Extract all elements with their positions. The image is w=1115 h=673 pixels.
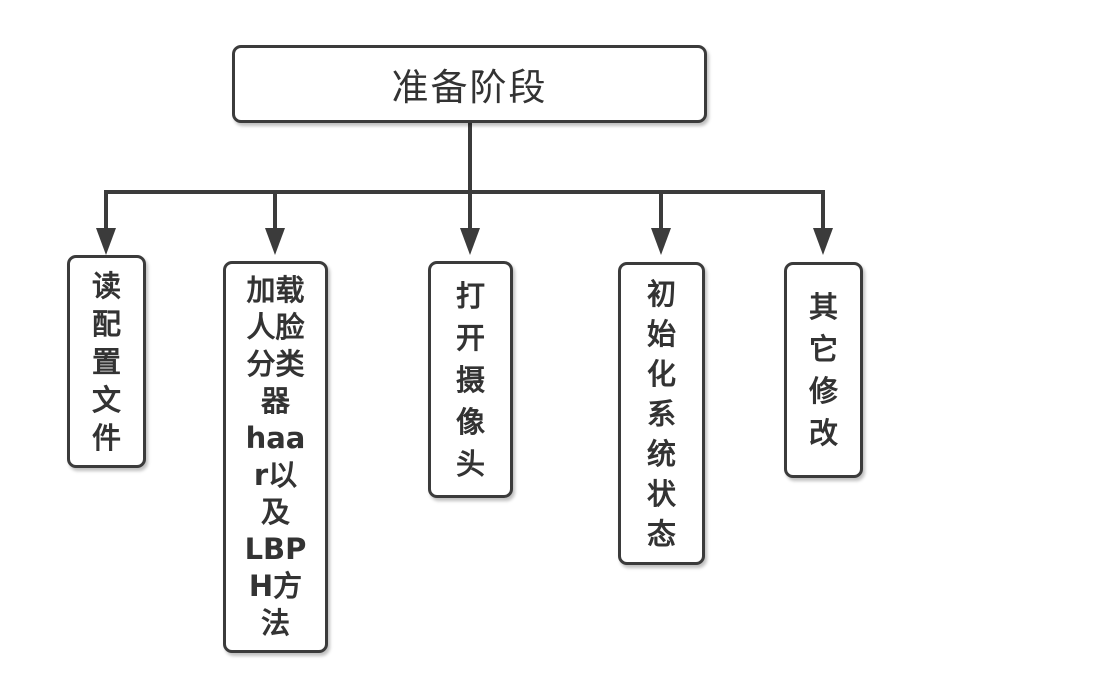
node-read-config-file: 读 配 置 文 件 [67,255,146,468]
node-label: 准备阶段 [391,66,548,109]
connector-bar [104,190,825,232]
arrow-down-icon [460,228,480,255]
arrow-down-icon [265,228,285,255]
arrow-down-icon [813,228,833,255]
arrow-down-icon [96,228,116,255]
node-other-changes: 其 它 修 改 [784,262,863,478]
node-open-camera: 打 开 摄 像 头 [428,261,513,498]
arrow-down-icon [651,228,671,255]
node-preparation-stage: 准备阶段 [232,45,707,123]
node-load-face-classifier: 加载 人脸 分类 器 haa r以 及 LBP H方 法 [223,261,328,653]
node-init-system-state: 初 始 化 系 统 状 态 [618,262,705,565]
